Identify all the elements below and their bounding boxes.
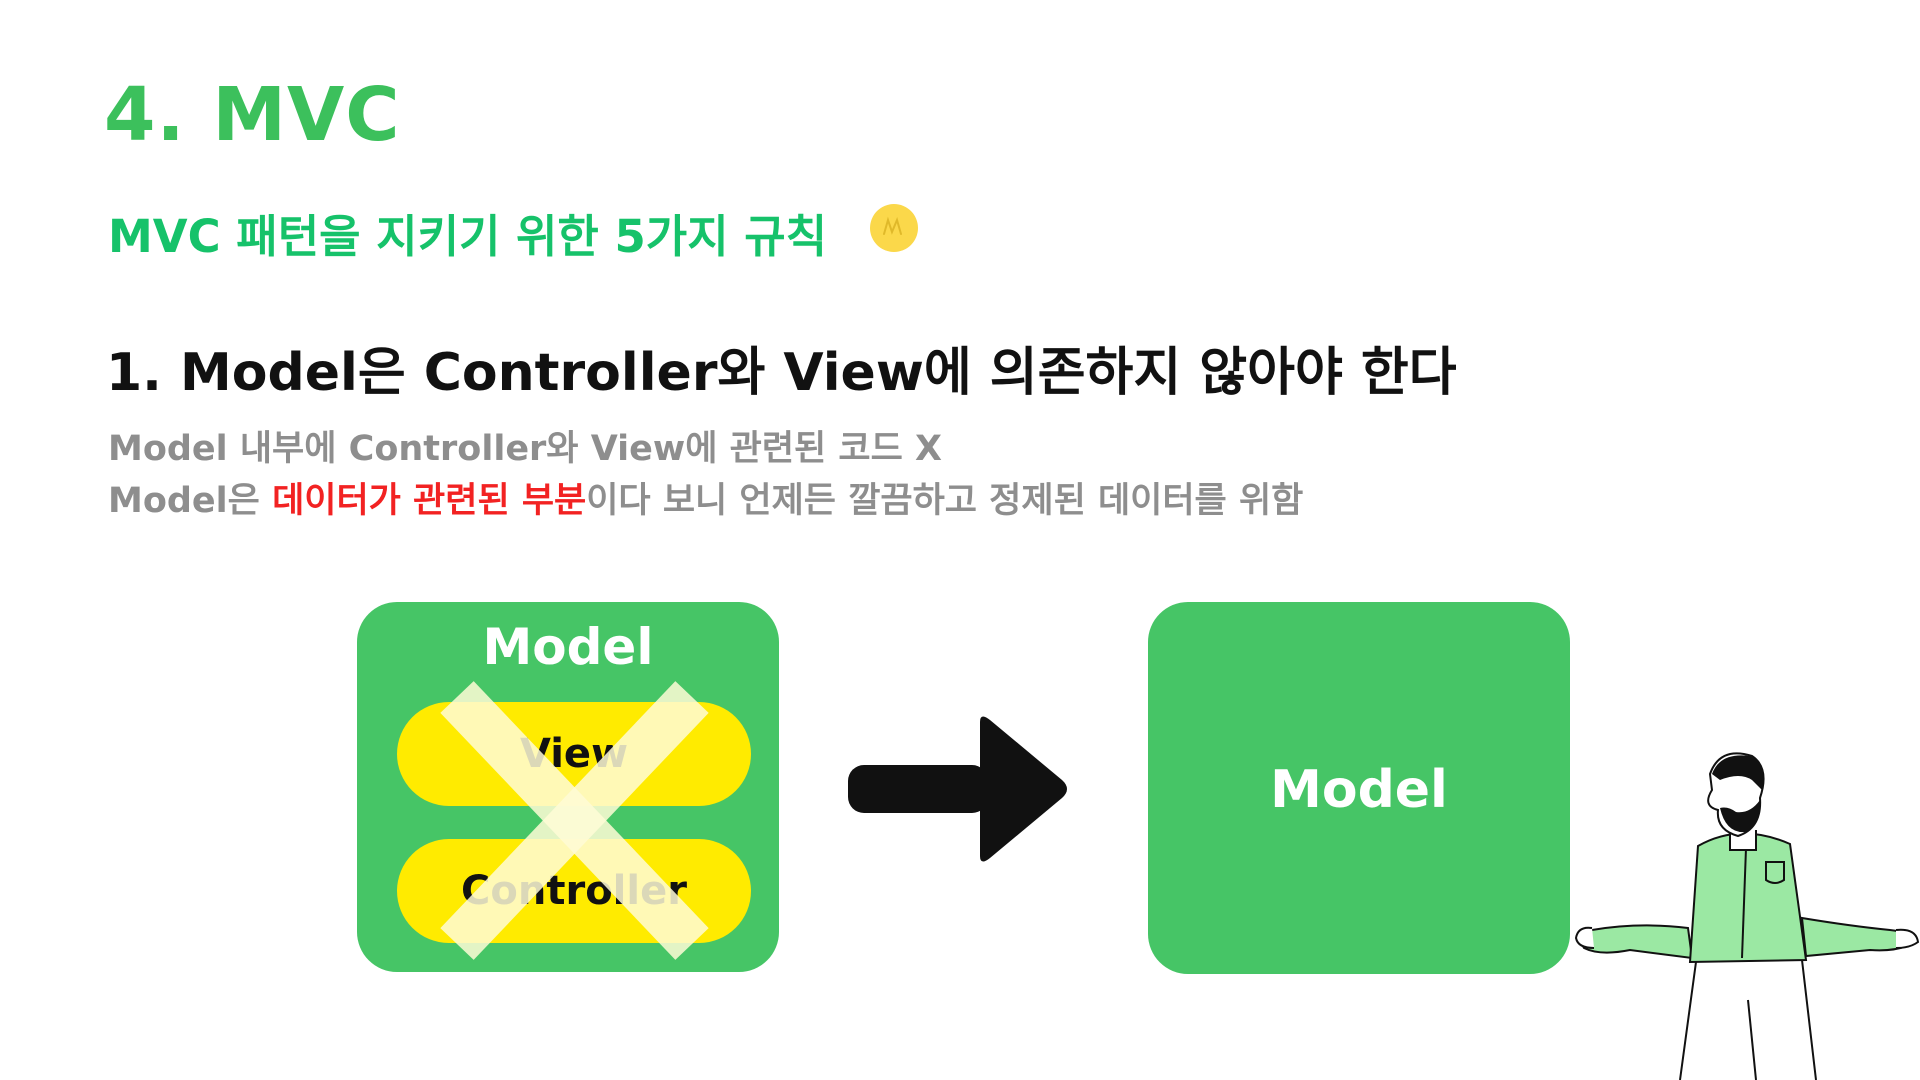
description-highlight: 데이터가 관련된 부분	[272, 481, 587, 521]
person-illustration	[1574, 752, 1920, 1080]
model-box-before-title: Model	[482, 618, 654, 676]
sticker-icon	[870, 204, 918, 252]
rule-heading: 1. Model은 Controller와 View에 의존하지 않아야 한다	[106, 343, 1457, 403]
description-prefix: Model은	[108, 481, 273, 521]
model-box-after: Model	[1148, 602, 1570, 974]
section-title: 4. MVC	[104, 72, 401, 158]
description-line-2: Model은 데이터가 관련된 부분이다 보니 언제든 깔끔하고 정제된 데이터…	[108, 472, 1303, 523]
subtitle: MVC 패턴을 지키기 위한 5가지 규칙	[108, 210, 828, 263]
view-pill: View	[397, 702, 751, 806]
model-box-after-title: Model	[1270, 760, 1448, 820]
description-line-1: Model 내부에 Controller와 View에 관련된 코드 X	[108, 429, 942, 469]
model-box-before: Model View Controller	[357, 602, 779, 972]
right-arrow-icon	[848, 716, 1067, 862]
description-suffix: 이다 보니 언제든 깔끔하고 정제된 데이터를 위함	[586, 481, 1304, 521]
controller-pill: Controller	[397, 839, 751, 943]
